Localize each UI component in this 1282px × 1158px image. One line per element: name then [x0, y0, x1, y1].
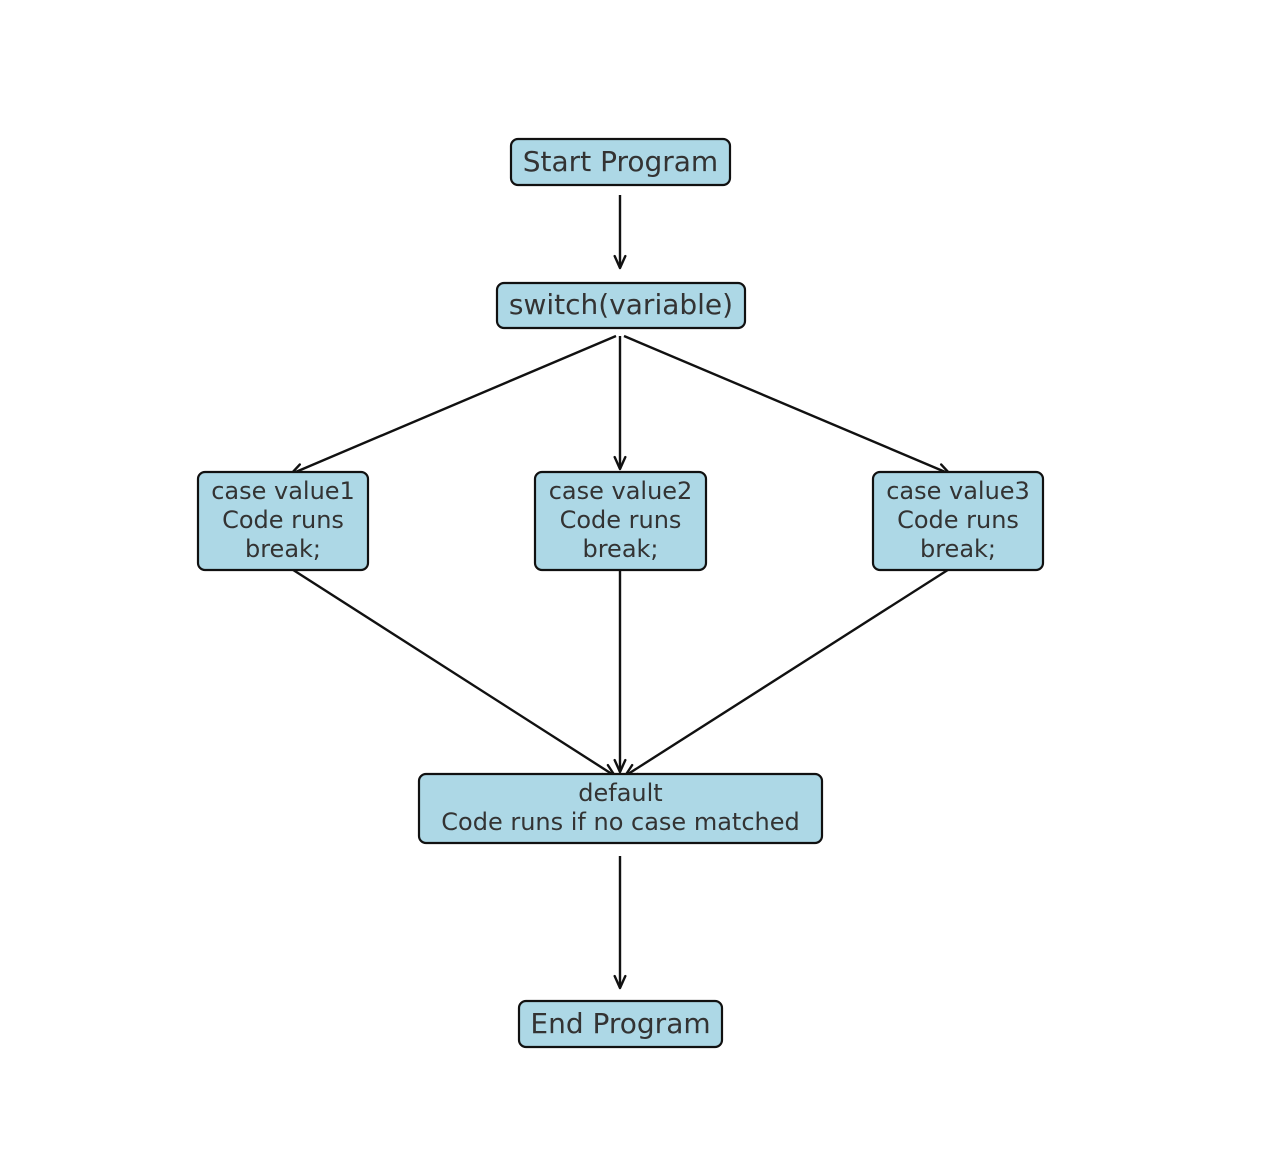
arrowhead-default-to-end	[613, 974, 627, 990]
node-case3-box	[871, 470, 1045, 572]
node-case1: case value1 Code runs break;	[196, 470, 370, 572]
edge-case3-to-default	[624, 564, 955, 778]
node-end: End Program	[517, 999, 724, 1049]
edge-switch-to-case1	[290, 334, 617, 476]
node-case3-line1: case value3	[886, 477, 1030, 505]
node-end-label: End Program	[530, 1007, 710, 1040]
node-default-line1: default	[578, 779, 662, 807]
node-switch: switch(variable)	[495, 281, 747, 330]
node-default: default Code runs if no case matched	[417, 772, 824, 845]
node-case3-line3: break;	[920, 535, 996, 563]
arrowhead-start-to-switch	[613, 254, 627, 270]
node-case3: case value3 Code runs break;	[871, 470, 1045, 572]
edge-case1-to-default	[286, 564, 616, 778]
node-start: Start Program	[509, 137, 732, 187]
node-end-box	[517, 999, 724, 1049]
node-case1-line2: Code runs	[222, 506, 344, 534]
node-case1-box	[196, 470, 370, 572]
node-case2-box	[533, 470, 708, 572]
node-default-line2: Code runs if no case matched	[441, 808, 799, 836]
edge-switch-to-case3	[623, 334, 951, 476]
node-case2: case value2 Code runs break;	[533, 470, 708, 572]
node-case1-line1: case value1	[211, 477, 355, 505]
node-case2-line3: break;	[582, 535, 658, 563]
arrowhead-switch-to-case2	[613, 455, 627, 471]
node-case3-line2: Code runs	[897, 506, 1019, 534]
node-switch-label: switch(variable)	[509, 288, 733, 321]
node-case1-line3: break;	[245, 535, 321, 563]
arrowhead-case2-to-default	[613, 758, 627, 774]
node-case2-line1: case value2	[549, 477, 693, 505]
node-case2-line2: Code runs	[560, 506, 682, 534]
node-start-box	[509, 137, 732, 187]
node-default-box	[417, 772, 824, 845]
node-start-label: Start Program	[523, 145, 718, 178]
node-switch-box	[495, 281, 747, 330]
